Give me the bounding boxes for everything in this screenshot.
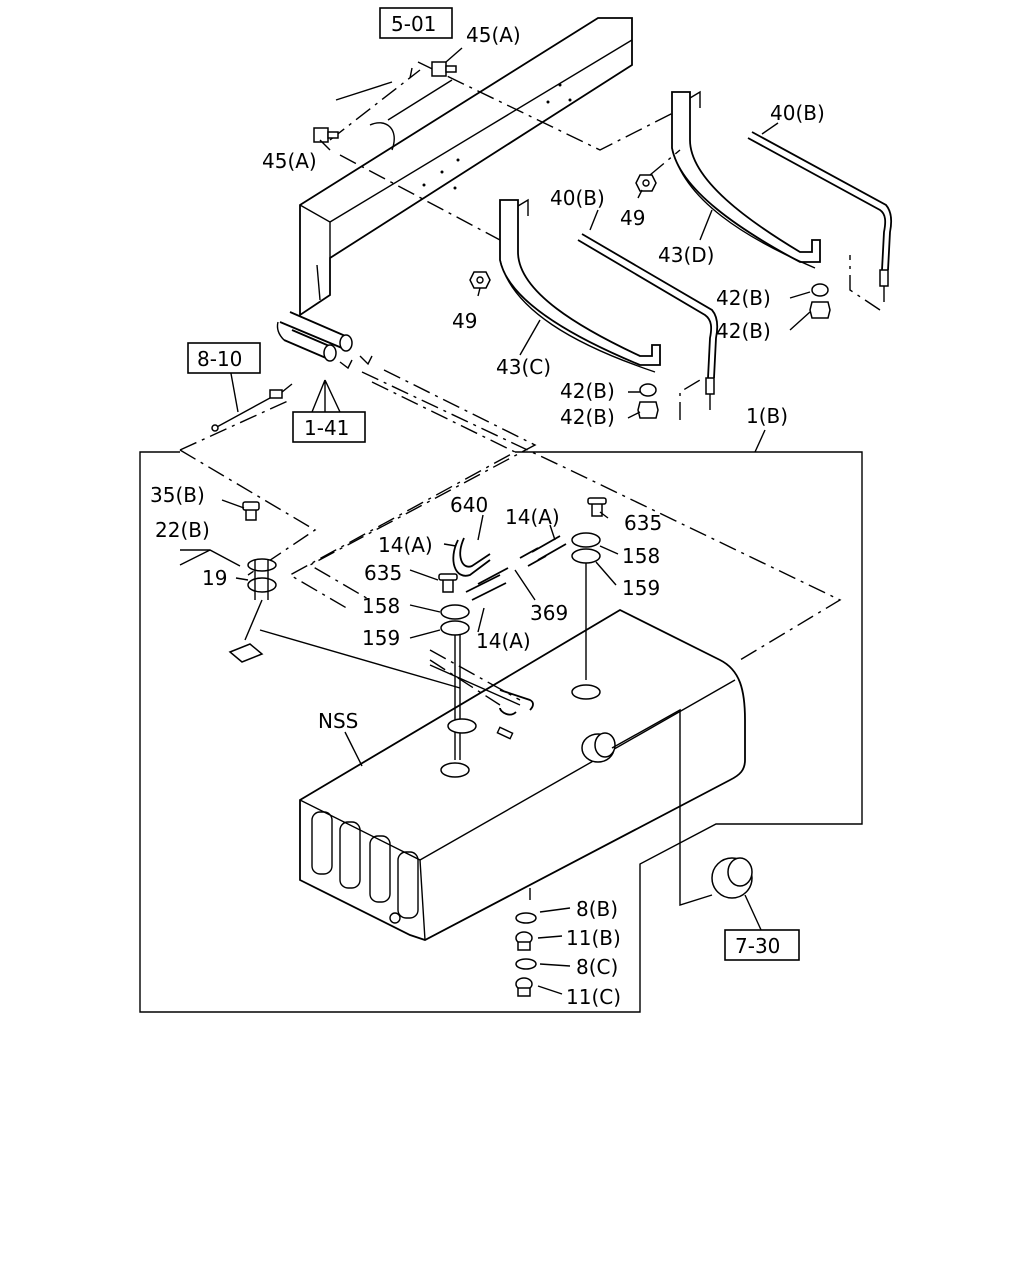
ref-box-1-41: [292, 411, 366, 443]
bolt-45a-left: [313, 127, 339, 143]
label-49-right: 49: [620, 206, 645, 230]
nut-49-left: [469, 271, 491, 289]
fuel-tank: [299, 608, 746, 941]
label-158-left: 158: [362, 594, 400, 618]
label-1b: 1(B): [746, 404, 788, 428]
ref-5-01[interactable]: 5-01: [391, 12, 436, 36]
nuts-42b-center: [637, 383, 659, 419]
label-635-right: 635: [624, 511, 662, 535]
frame-rail: [299, 17, 633, 317]
label-640: 640: [450, 493, 488, 517]
label-45a-top: 45(A): [466, 23, 521, 47]
ref-1-41[interactable]: 1-41: [304, 416, 349, 440]
label-42b-c2: 42(B): [560, 405, 615, 429]
label-158-right: 158: [622, 544, 660, 568]
label-43d: 43(D): [658, 243, 714, 267]
label-49-left: 49: [452, 309, 477, 333]
label-14a-top: 14(A): [505, 505, 560, 529]
label-22b: 22(B): [155, 518, 210, 542]
label-43c: 43(C): [496, 355, 551, 379]
label-14a-bottom: 14(A): [476, 629, 531, 653]
label-8b: 8(B): [576, 897, 618, 921]
label-11b: 11(B): [566, 926, 621, 950]
bracket-43d: [671, 90, 821, 269]
label-635-left: 635: [364, 561, 402, 585]
ref-box-5-01: [379, 7, 453, 39]
hose-640-loop: [452, 537, 491, 577]
label-19: 19: [202, 566, 227, 590]
filler-cap-7-30: [711, 857, 763, 933]
label-nss: NSS: [318, 709, 358, 733]
label-42b-r1: 42(B): [716, 286, 771, 310]
ref-7-30[interactable]: 7-30: [735, 934, 780, 958]
label-40b-right: 40(B): [770, 101, 825, 125]
nuts-42b-right: [809, 283, 831, 319]
drain-parts: [515, 912, 537, 997]
hose-assembly-1-41: [276, 311, 373, 370]
strap-40b-center: [577, 233, 719, 410]
strap-40b-right: [747, 131, 893, 302]
label-45a-left: 45(A): [262, 149, 317, 173]
label-42b-c1: 42(B): [560, 379, 615, 403]
label-159-left: 159: [362, 626, 400, 650]
label-369: 369: [530, 601, 568, 625]
label-159-right: 159: [622, 576, 660, 600]
bracket-43c: [499, 198, 661, 373]
label-35b: 35(B): [150, 483, 205, 507]
assembly-1b-outline: [139, 451, 863, 1013]
label-8c: 8(C): [576, 955, 618, 979]
ref-8-10[interactable]: 8-10: [197, 347, 242, 371]
ref-box-8-10: [187, 342, 261, 374]
bolt-45a-top: [431, 61, 457, 77]
label-42b-r2: 42(B): [716, 319, 771, 343]
ref-box-7-30: [724, 929, 800, 961]
wire-harness-8-10: [211, 383, 293, 432]
fitting-158-159-right: [571, 497, 607, 680]
sender-unit-22b: [179, 501, 277, 663]
hoses-14a: [465, 535, 567, 601]
label-14a-left: 14(A): [378, 533, 433, 557]
nut-49-right: [635, 174, 657, 192]
label-40b-center: 40(B): [550, 186, 605, 210]
fitting-158-159-left: [438, 573, 470, 760]
label-11c: 11(C): [566, 985, 621, 1009]
